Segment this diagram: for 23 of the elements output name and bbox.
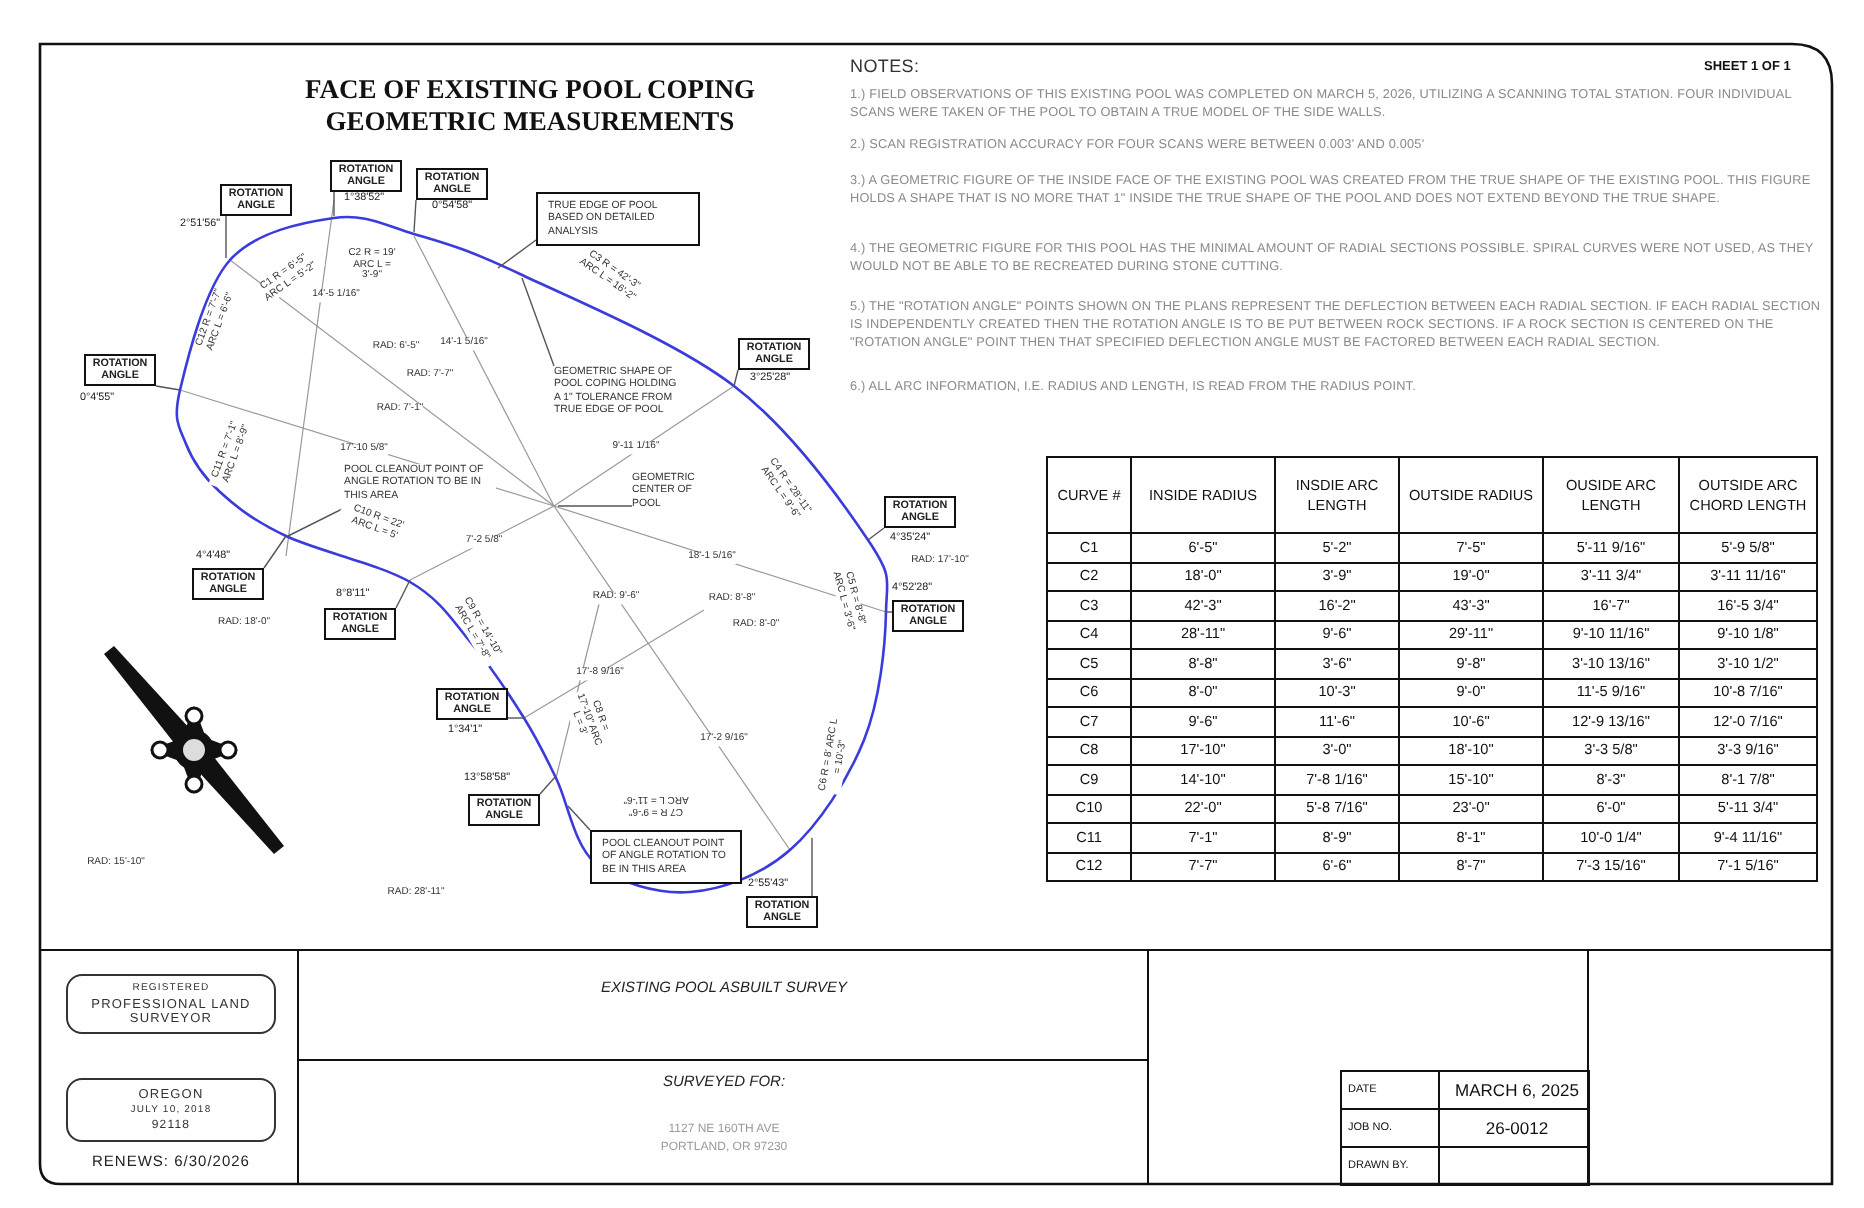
leader-line [733, 369, 739, 387]
leader-line [811, 837, 813, 897]
leader-line [497, 239, 537, 269]
field-value: MARCH 6, 2025 [1440, 1072, 1590, 1110]
leader-line [567, 805, 591, 831]
leader-line [225, 215, 227, 259]
surveyor-stamp [66, 974, 276, 1034]
leader-line [155, 385, 181, 391]
drawing-title: FACE OF EXISTING POOL COPING GEOMETRIC MEASUREMENTS [302, 74, 758, 138]
field-value: 26-0012 [1440, 1110, 1590, 1148]
leader-line [287, 507, 345, 537]
leader-line [413, 199, 417, 233]
leader-line [521, 277, 555, 367]
leader-line [885, 611, 893, 613]
surveyor-stamp [66, 1078, 276, 1142]
leader-line [507, 717, 525, 719]
notes-heading: NOTES: [850, 56, 920, 76]
leader-line [263, 535, 287, 569]
leader-line [539, 775, 557, 795]
leader-line [333, 191, 335, 217]
leader-line [395, 579, 411, 609]
leader-line [557, 505, 633, 507]
leader-line [867, 527, 885, 541]
